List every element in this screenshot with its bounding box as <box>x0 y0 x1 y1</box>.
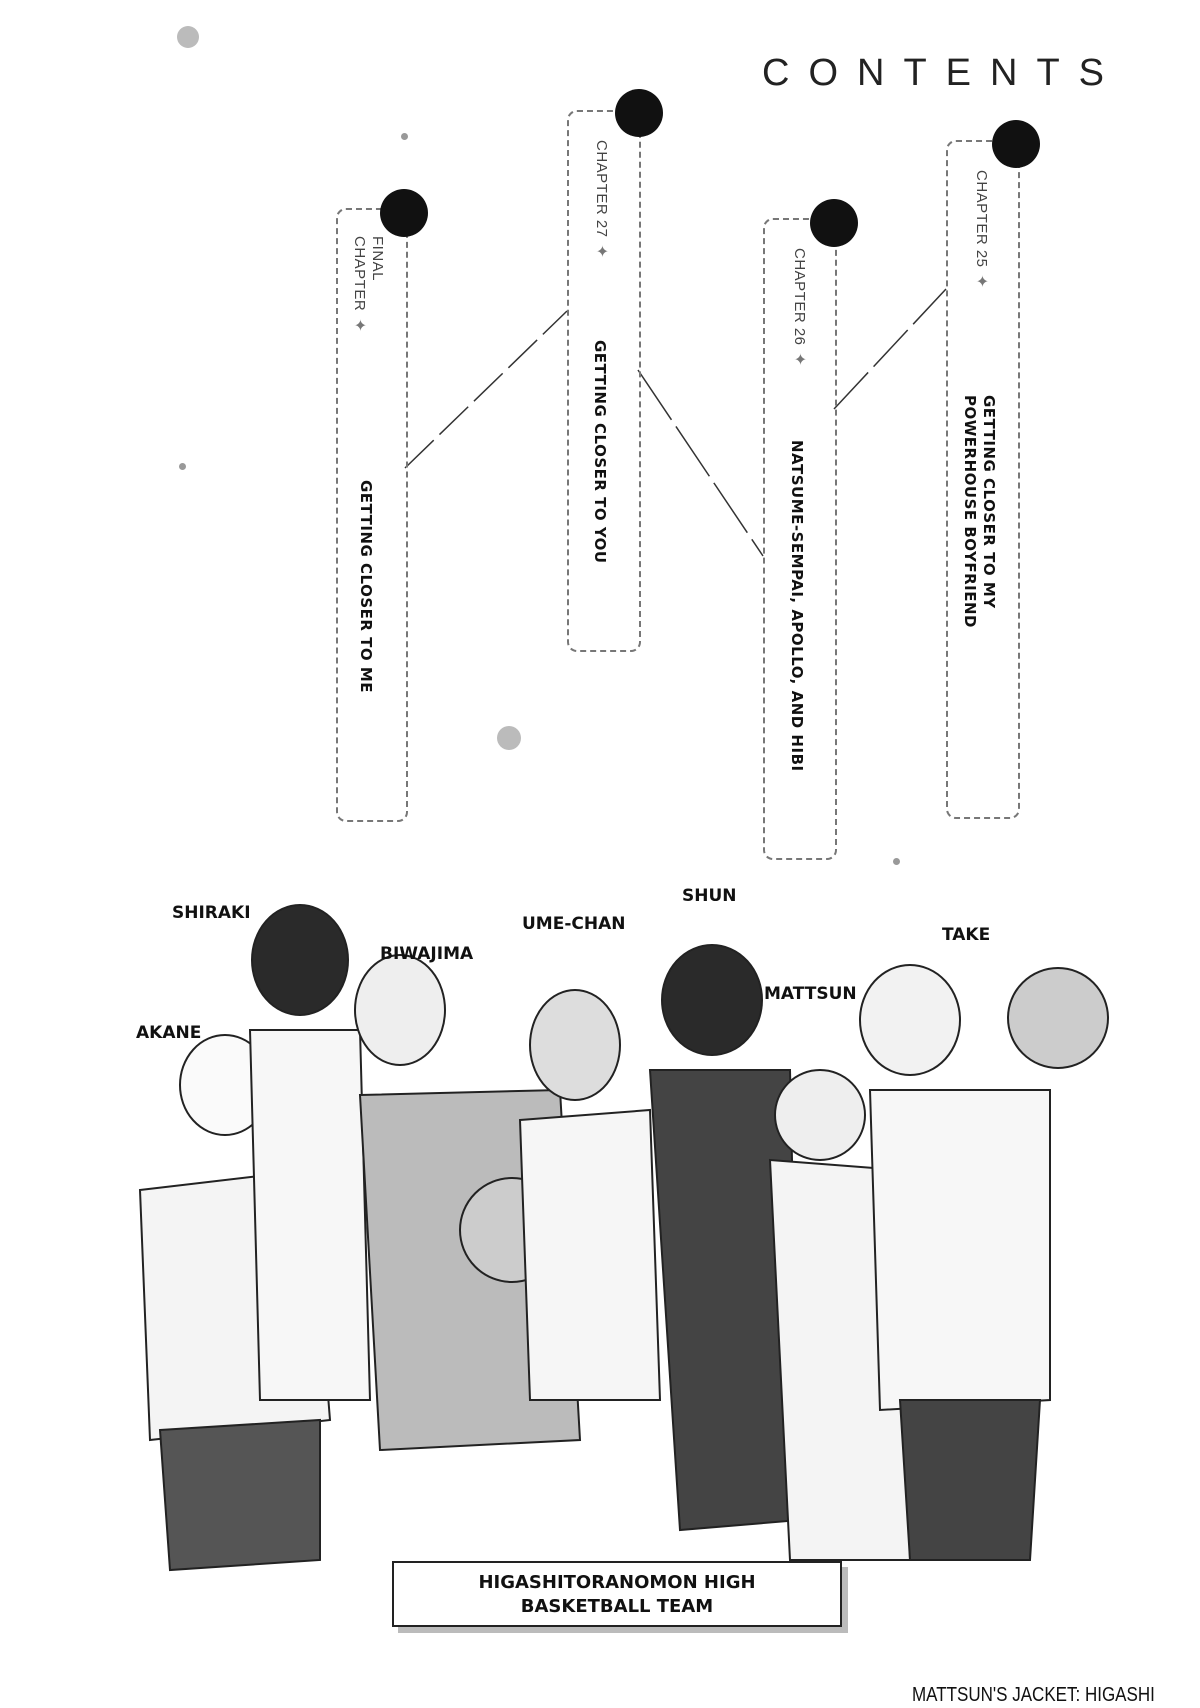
star-icon: ✦ <box>973 272 990 292</box>
decor-dot <box>401 133 408 140</box>
decor-dot <box>177 26 199 48</box>
chapter-label-text: CHAPTER 25 <box>973 170 990 268</box>
banner-line: BASKETBALL TEAM <box>520 1596 714 1617</box>
chapter-marker-dot <box>615 89 663 137</box>
decor-dot <box>497 726 521 750</box>
chapter-title[interactable]: NATSUME-SEMPAI, APOLLO, AND HIBI <box>788 440 806 772</box>
chapter-label: CHAPTER 27 ✦ <box>592 140 610 262</box>
character-name: BIWAJIMA <box>380 944 474 964</box>
star-icon: ✦ <box>351 315 368 336</box>
character-name: SHIRAKI <box>172 903 251 923</box>
chapter-box-final[interactable] <box>336 208 408 822</box>
banner-line: HIGASHITORANOMON HIGH <box>478 1572 756 1593</box>
contents-title: CONTENTS <box>762 52 1123 94</box>
decor-dot <box>893 858 900 865</box>
decor-dot <box>179 463 186 470</box>
chapter-title[interactable]: GETTING CLOSER TO ME <box>357 480 375 694</box>
chapter-label-text: CHAPTER 26 <box>791 248 808 346</box>
character-name: UME-CHAN <box>522 914 626 934</box>
chapter-marker-dot <box>380 189 428 237</box>
chapter-box-26[interactable] <box>763 218 837 860</box>
chapter-label-text: CHAPTER 27 <box>593 140 610 238</box>
chapter-label-text: FINAL CHAPTER <box>351 236 386 312</box>
character-name: AKANE <box>136 1023 202 1043</box>
star-icon: ✦ <box>791 350 808 370</box>
chapter-box-25[interactable] <box>946 140 1020 819</box>
chapter-label: CHAPTER 25 ✦ <box>972 170 990 292</box>
chapter-label: CHAPTER 26 ✦ <box>790 248 808 370</box>
team-banner: HIGASHITORANOMON HIGH BASKETBALL TEAM <box>392 1561 842 1627</box>
chapter-title[interactable]: GETTING CLOSER TO YOU <box>591 340 609 564</box>
character-name: TAKE <box>942 925 991 945</box>
character-name: SHUN <box>682 886 737 906</box>
team-illustration <box>138 904 1109 1572</box>
chapter-box-27[interactable] <box>567 110 641 652</box>
star-icon: ✦ <box>593 242 610 262</box>
footnote: MATTSUN'S JACKET: HIGASHI <box>912 1684 1155 1706</box>
chapter-marker-dot <box>992 120 1040 168</box>
chapter-title[interactable]: GETTING CLOSER TO MY POWERHOUSE BOYFRIEN… <box>961 395 998 628</box>
chapter-label: FINAL CHAPTER ✦ <box>350 236 386 346</box>
character-name: MATTSUN <box>764 984 857 1004</box>
chapter-marker-dot <box>810 199 858 247</box>
